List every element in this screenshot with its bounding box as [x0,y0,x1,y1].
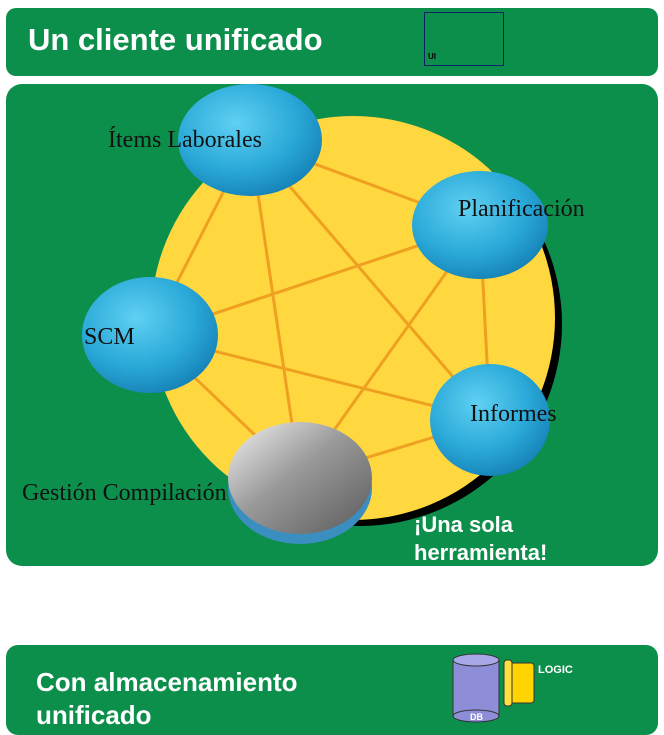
page-title: Un cliente unificado [28,22,323,57]
label-scm: SCM [84,324,135,350]
footer-title-line2: unificado [36,700,152,730]
ui-label: UI [428,52,436,61]
footer-banner [6,645,658,735]
logic-label: LOGIC [538,664,573,676]
node-items-laborales [178,84,322,196]
db-icon [452,653,500,723]
label-planificacion: Planificación [458,196,585,222]
label-items-laborales: Ítems Laborales [108,127,262,153]
node-planificacion [412,171,548,279]
label-informes: Informes [470,401,557,427]
db-label: DB [470,712,483,722]
node-informes [430,364,550,476]
footer-title-line1: Con almacenamiento [36,667,298,697]
label-gestion-compilacion: Gestión Compilación [22,480,227,506]
logic-icon [503,659,535,707]
node-scm [82,277,218,393]
ui-box: UI [424,12,504,66]
header-banner [6,8,658,76]
build-disc-icon [228,422,372,534]
footer-title: Con almacenamiento unificado [36,666,298,732]
tagline-line2: herramienta! [414,540,547,565]
tagline-line1: ¡Una sola [414,512,514,537]
